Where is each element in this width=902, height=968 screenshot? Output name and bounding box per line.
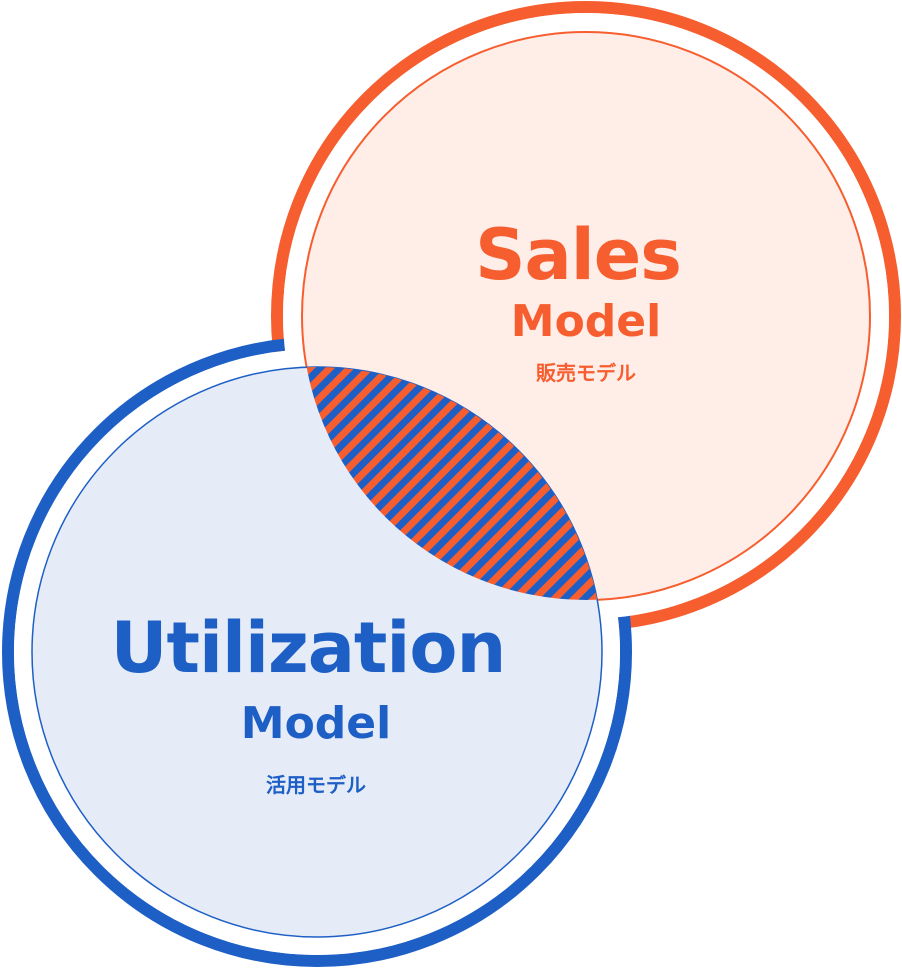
sales-subtitle: Model	[510, 296, 662, 347]
utilization-title: Utilization	[110, 607, 507, 689]
sales-japanese: 販売モデル	[536, 361, 636, 385]
overlap-hatch	[302, 367, 602, 600]
utilization-japanese: 活用モデル	[266, 773, 366, 797]
sales-title: Sales	[475, 214, 682, 296]
utilization-subtitle: Model	[240, 698, 392, 749]
